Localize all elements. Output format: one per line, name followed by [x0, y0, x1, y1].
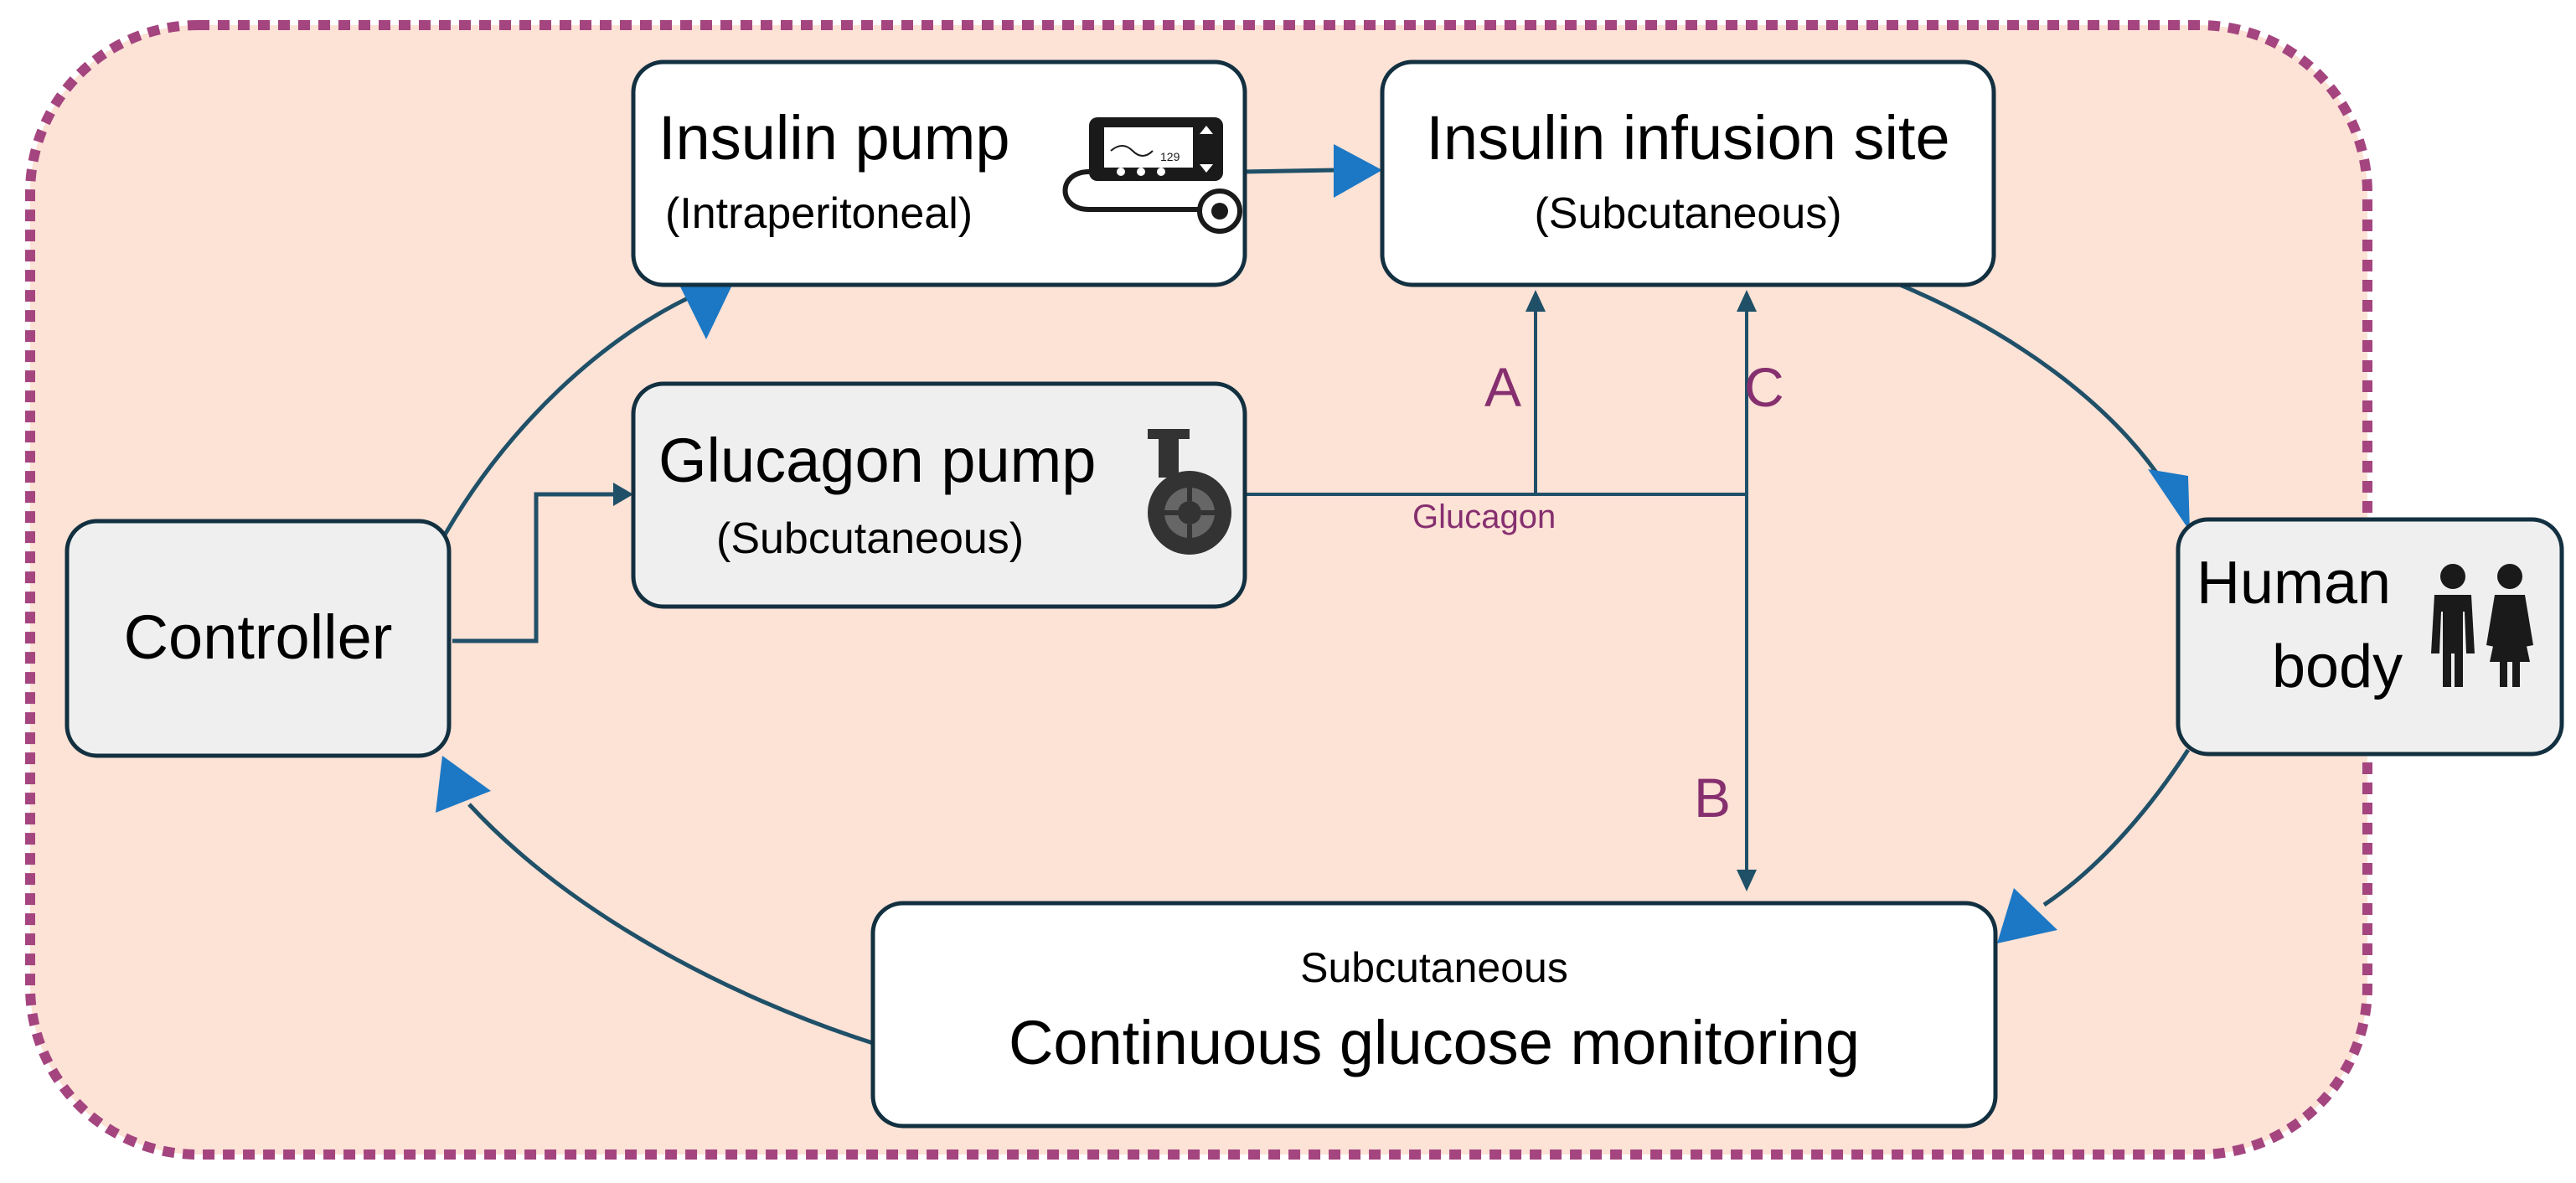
- people-icon: [2431, 564, 2533, 687]
- edge-controller-to-glucagon-pump: [452, 483, 633, 643]
- node-insulin-pump: Insulin pump (Intraperitoneal) 129: [631, 59, 1247, 287]
- controller-title: Controller: [124, 602, 393, 672]
- glucagon-pump-icon: [1148, 429, 1231, 555]
- path-label-c: C: [1744, 356, 1784, 418]
- path-label-a: A: [1484, 356, 1521, 418]
- cgm-subtitle: Subcutaneous: [1300, 944, 1568, 991]
- edge-path-a: [1525, 290, 1546, 494]
- node-glucagon-pump: Glucagon pump (Subcutaneous): [631, 381, 1247, 609]
- node-human-body: Human body: [2176, 517, 2564, 757]
- insulin-pump-icon: 129: [1062, 117, 1242, 234]
- insulin-pump-title: Insulin pump: [658, 103, 1010, 173]
- human-body-line2: body: [2272, 633, 2403, 700]
- human-body-line1: Human: [2197, 550, 2391, 617]
- infusion-site-subtitle: (Subcutaneous): [1534, 189, 1841, 238]
- node-insulin-infusion-site: Insulin infusion site (Subcutaneous): [1380, 59, 1996, 287]
- glucagon-pump-subtitle: (Subcutaneous): [716, 514, 1024, 563]
- edge-infusion-site-to-human-body: [1899, 282, 2190, 531]
- insulin-pump-subtitle: (Intraperitoneal): [665, 189, 973, 238]
- infusion-site-title: Insulin infusion site: [1426, 103, 1949, 173]
- edge-path-b: [1737, 494, 1757, 891]
- node-controller: Controller: [65, 519, 452, 758]
- edge-controller-to-insulin-pump: [441, 276, 736, 538]
- node-cgm: Subcutaneous Continuous glucose monitori…: [870, 901, 1998, 1129]
- edge-insulin-pump-to-infusion-site: [1241, 144, 1382, 198]
- edge-human-body-to-cgm: [1997, 748, 2191, 943]
- path-label-b: B: [1694, 767, 1731, 829]
- edge-cgm-to-controller: [436, 756, 874, 1046]
- glucagon-line-label: Glucagon: [1412, 499, 1556, 535]
- cgm-title: Continuous glucose monitoring: [1009, 1008, 1860, 1077]
- glucagon-pump-title: Glucagon pump: [658, 426, 1096, 495]
- svg-text:129: 129: [1160, 150, 1180, 163]
- edge-path-c: [1737, 290, 1757, 494]
